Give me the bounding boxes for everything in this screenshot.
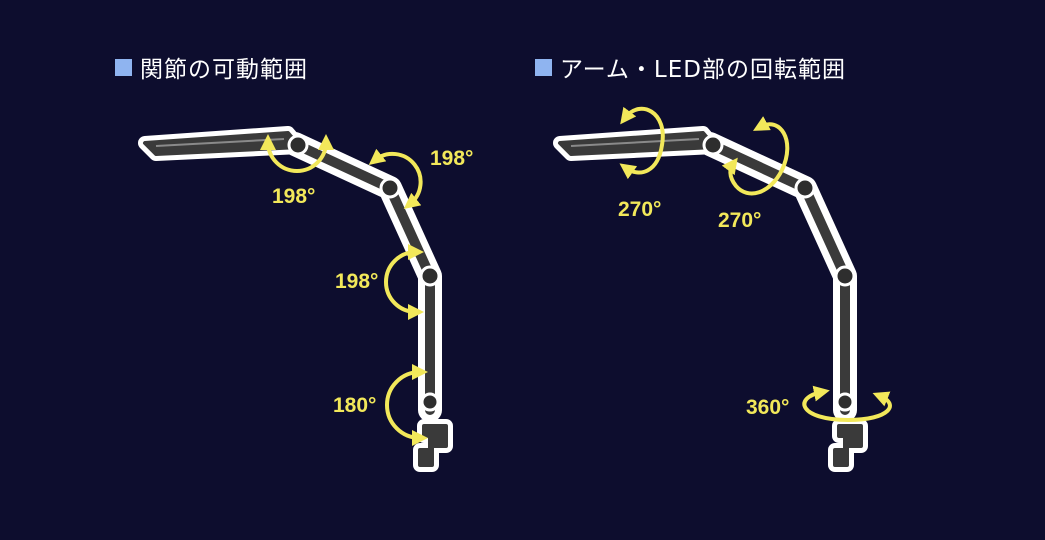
rotation-arrow-icon <box>385 364 428 446</box>
rotation-range-title: アーム・LED部の回転範囲 <box>535 50 846 84</box>
angle-label: 198° <box>272 185 315 208</box>
joint-range-title-text: 関節の可動範囲 <box>140 57 308 83</box>
angle-label: 360° <box>746 396 789 419</box>
angle-label: 198° <box>430 147 473 170</box>
rotation-arrow-icon <box>384 244 424 320</box>
square-bullet-icon <box>115 58 132 76</box>
angle-label: 180° <box>333 394 376 417</box>
angle-label: 198° <box>335 270 378 293</box>
lamp-left <box>145 133 446 465</box>
rotation-arrow-icon <box>721 116 790 196</box>
rotation-arrow-icon <box>619 106 665 180</box>
angle-label: 270° <box>618 198 661 221</box>
rotation-range-title-text: アーム・LED部の回転範囲 <box>560 57 846 83</box>
square-bullet-icon <box>535 58 552 76</box>
rotation-arrow-icon <box>260 134 334 173</box>
angle-label: 270° <box>718 209 761 232</box>
rotation-arrow-icon <box>802 385 892 423</box>
rotation-arrow-icon <box>368 148 423 209</box>
joint-range-title: 関節の可動範囲 <box>115 50 308 84</box>
